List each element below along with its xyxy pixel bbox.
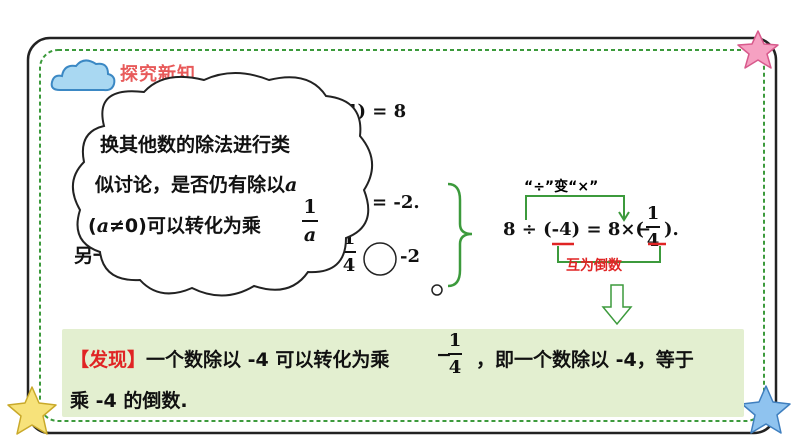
bubble-var-a: a <box>285 174 298 196</box>
bubble-frac-num: 1 <box>303 196 317 218</box>
eq-mid: = 8×( <box>586 219 644 240</box>
eq-frac-num: 1 <box>646 203 660 224</box>
cloud-icon <box>50 59 116 92</box>
bubble-fraction: 1 a <box>302 196 318 246</box>
bubble-cond: ≠0)可以转化为乘 <box>109 215 261 237</box>
discovery-tag: 【发现】 <box>70 349 147 371</box>
eq-neg4: (-4) <box>543 219 581 240</box>
discovery-frac-num: 1 <box>448 330 462 351</box>
eq-fraction: 1 4 <box>646 203 660 251</box>
bubble-line-3: (a≠0)可以转化为乘 <box>88 209 261 243</box>
bubble-var-a2: a <box>96 215 109 237</box>
reciprocal-label: 互为倒数 <box>566 258 622 274</box>
discovery-frac-den: 4 <box>448 357 462 378</box>
change-symbol-label: “÷”变“×” <box>524 179 599 195</box>
bubble-frac-den: a <box>303 224 317 246</box>
discovery-box <box>62 329 744 417</box>
right-brace <box>447 182 473 288</box>
partial-result-2: = -2. <box>372 192 420 213</box>
discovery-frac-sign: − <box>436 344 452 366</box>
star-pink-icon <box>737 30 779 69</box>
discovery-line-1: 【发现】一个数除以 -4 可以转化为乘 <box>70 345 389 372</box>
bubble-paren: ( <box>88 215 97 237</box>
change-bracket <box>525 195 630 222</box>
partial-minus-2: -2 <box>400 246 420 267</box>
eq-left: 8 ÷ <box>503 219 537 240</box>
bubble-line-2: 似讨论，是否仍有除以a <box>95 168 297 202</box>
discovery-text-b: ，即一个数除以 -4，等于 <box>476 349 694 371</box>
thought-bubble <box>72 72 373 297</box>
discovery-line-2: 乘 -4 的倒数. <box>70 390 188 412</box>
discovery-fraction: 1 4 <box>448 330 462 378</box>
discovery-text-a: 一个数除以 -4 可以转化为乘 <box>146 349 390 371</box>
reciprocal-marks <box>552 242 666 263</box>
star-blue-icon <box>741 385 791 434</box>
small-circle-decoration <box>363 242 397 276</box>
bubble-line-1: 换其他数的除法进行类 <box>100 134 291 156</box>
partial-frac-den: 4 <box>342 255 356 276</box>
bubble-line-2-text: 似讨论，是否仍有除以 <box>95 174 286 196</box>
eq-end: ). <box>664 219 679 240</box>
star-yellow-icon <box>7 386 57 435</box>
eq-frac-den: 4 <box>646 230 660 251</box>
main-equation: 8 ÷ (-4) = 8×( <box>503 219 644 240</box>
down-arrow-icon <box>601 284 633 326</box>
partial-equation-top: 4) = 8 <box>345 101 407 122</box>
eq-frac-sign: − <box>636 219 652 240</box>
